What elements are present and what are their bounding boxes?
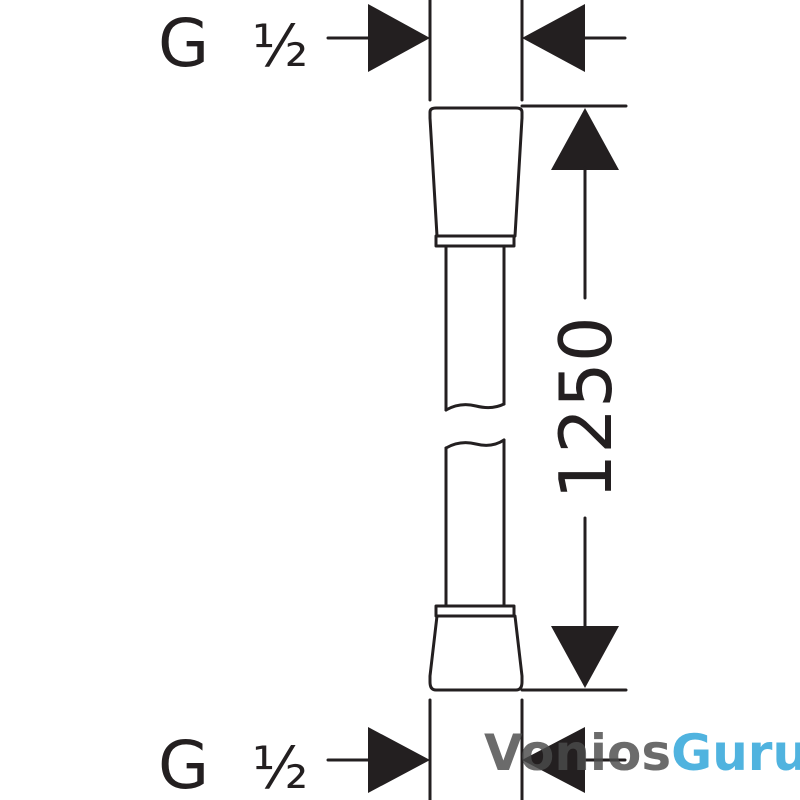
bottom-thread-dimension: [326, 698, 627, 800]
top-thread-letter: G: [158, 5, 209, 82]
bottom-arrow-left-head: [368, 727, 430, 793]
watermark-logo: VoniosGuru: [484, 724, 800, 782]
top-arrow-left-head: [368, 4, 430, 72]
top-arrow-right-head: [522, 4, 585, 72]
watermark-text-end: Guru: [671, 724, 800, 782]
length-arrow-bottom: [551, 626, 619, 688]
bottom-fitting: [428, 604, 524, 692]
top-thread-dimension: [326, 0, 627, 102]
length-dimension: [520, 104, 628, 692]
top-fitting: [428, 106, 524, 248]
bottom-thread-letter: G: [158, 727, 209, 800]
watermark-text-start: Vonios: [484, 724, 671, 782]
top-thread-size: ½: [252, 12, 308, 80]
hose-lower-segment: [444, 438, 506, 608]
bottom-arrow-right-head: [522, 727, 585, 793]
svg-text:VoniosGuru: VoniosGuru: [484, 724, 800, 782]
length-value: 1250: [544, 316, 628, 499]
hose-upper-segment: [444, 244, 506, 412]
bottom-thread-size: ½: [252, 734, 308, 800]
length-arrow-top: [551, 108, 619, 170]
